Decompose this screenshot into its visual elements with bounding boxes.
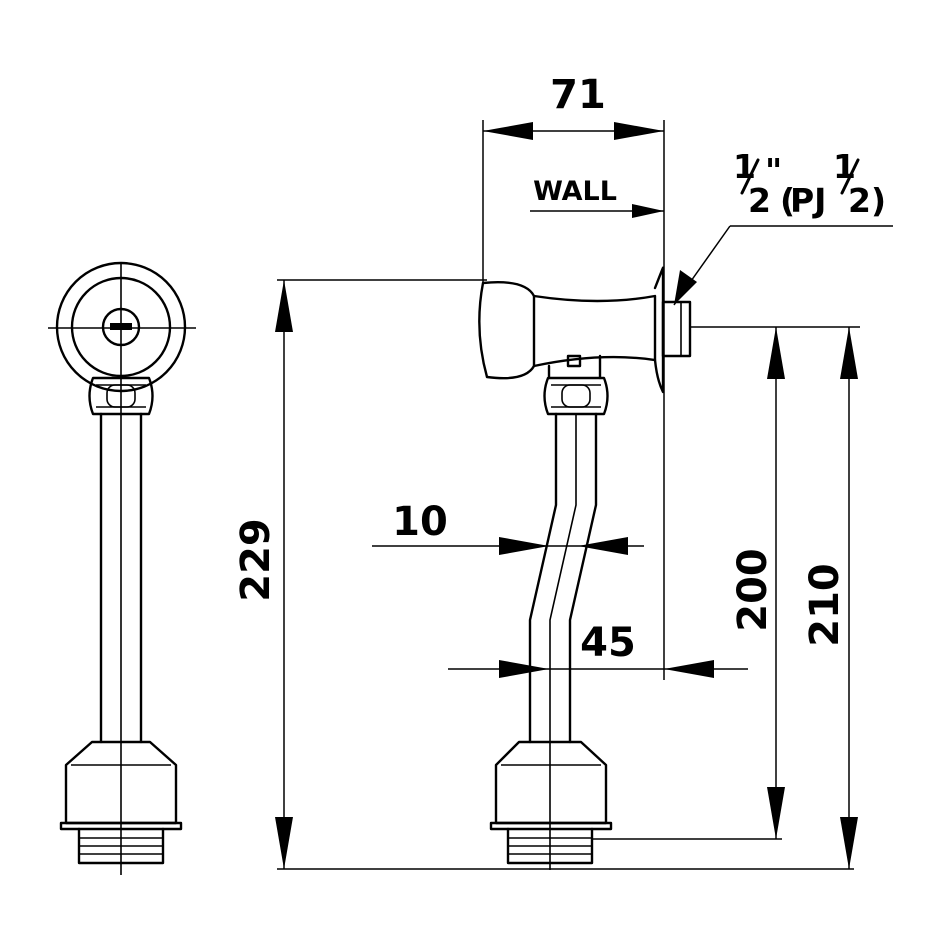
label-10: 10 — [392, 499, 448, 545]
side-view — [478, 266, 692, 870]
label-200: 200 — [730, 548, 776, 632]
thread-callout: 1 2 " ( PJ 1 2 ) — [673, 147, 893, 306]
thread-half: 2 — [748, 181, 771, 220]
thread-quote: " — [765, 151, 782, 190]
dimension-45: 45 — [448, 620, 748, 678]
label-71: 71 — [550, 72, 606, 118]
dimension-229: 229 — [233, 279, 854, 870]
thread-pj-half: 2 — [848, 181, 871, 220]
thread-open-paren: ( — [780, 181, 795, 220]
label-45: 45 — [580, 620, 636, 666]
wall-indicator: WALL — [530, 176, 664, 218]
label-229: 229 — [233, 518, 279, 602]
dimension-10: 10 — [372, 499, 644, 555]
dimension-200: 200 — [592, 326, 860, 840]
dimension-210: 210 — [802, 327, 858, 869]
dimension-71: 71 — [482, 72, 665, 680]
front-view — [48, 261, 196, 875]
label-wall: WALL — [533, 176, 617, 207]
thread-pj: PJ — [790, 181, 826, 220]
thread-close-paren: ) — [871, 181, 886, 220]
label-210: 210 — [802, 563, 848, 647]
